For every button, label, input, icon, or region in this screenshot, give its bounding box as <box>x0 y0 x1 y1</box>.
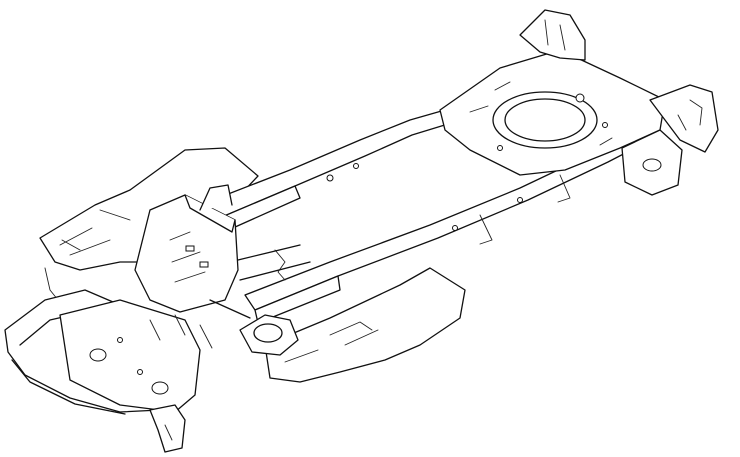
rear-hitch-tab <box>149 404 186 453</box>
front-axle-bracket <box>621 129 683 196</box>
steering-pivot-assembly <box>239 249 299 356</box>
front-engine-plate <box>439 49 666 176</box>
rear-frame-plate <box>59 299 201 413</box>
center-tower <box>134 184 239 313</box>
right-lower-deck-plate <box>264 267 466 383</box>
inner-cross-braces <box>149 244 311 349</box>
front-cross-member <box>519 9 719 153</box>
